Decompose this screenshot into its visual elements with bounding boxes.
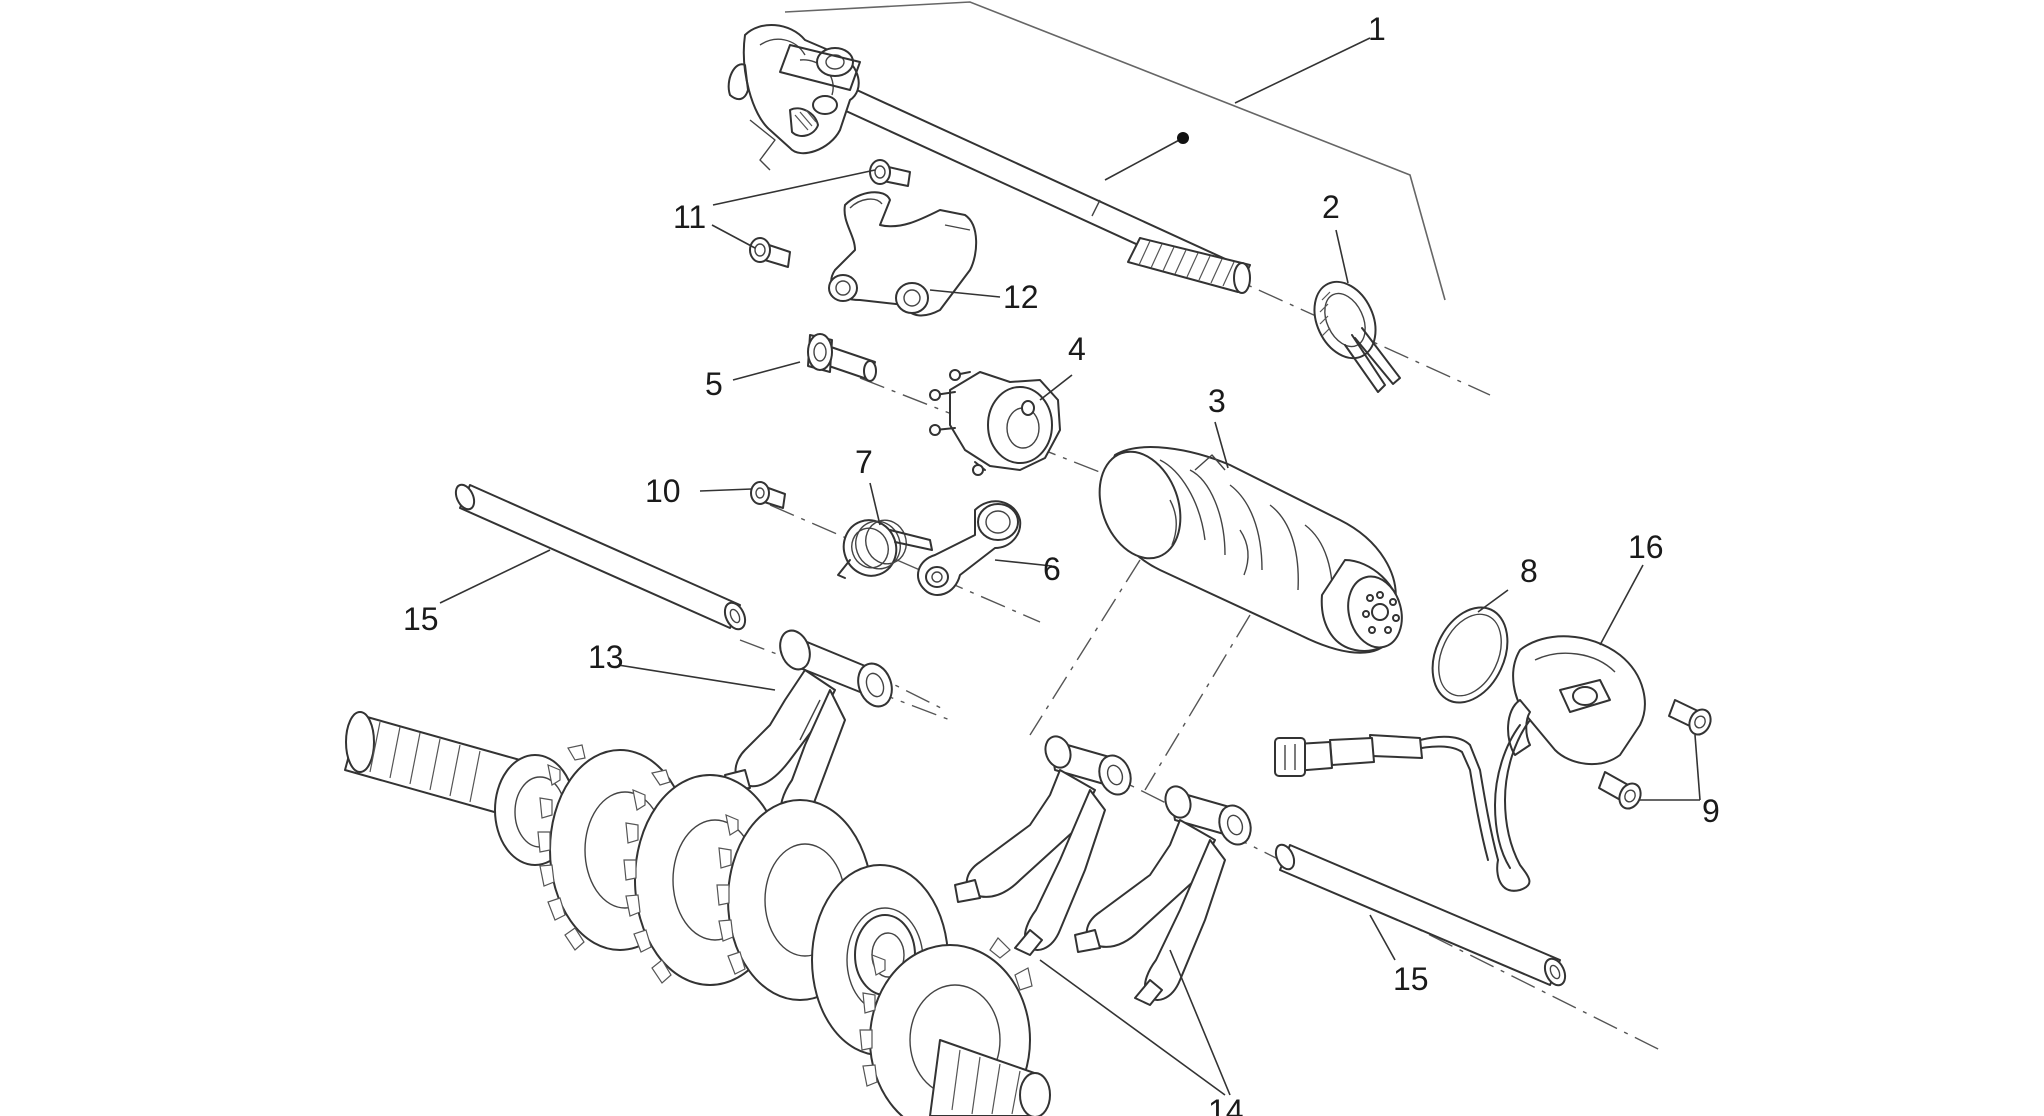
callout-2: 2 xyxy=(1322,189,1340,225)
screw-9-upper xyxy=(1668,699,1712,736)
gearshift-shaft xyxy=(727,23,1251,294)
callout-12: 12 xyxy=(1003,279,1039,315)
screw-9-lower xyxy=(1598,771,1642,810)
callout-15-upper: 15 xyxy=(403,601,439,637)
callout-3: 3 xyxy=(1208,383,1226,419)
lever-plate xyxy=(828,191,978,317)
torsion-spring xyxy=(837,519,933,579)
gear-cluster xyxy=(344,711,1051,1116)
callout-14: 14 xyxy=(1208,1093,1244,1116)
callout-16: 16 xyxy=(1628,529,1664,565)
callout-15-lower: 15 xyxy=(1393,961,1429,997)
bolt-11-upper xyxy=(869,159,911,187)
spring-clip xyxy=(1313,280,1401,393)
bolt-5 xyxy=(807,333,877,382)
callout-labels: 1 2 3 4 5 6 7 8 9 10 11 12 13 14 15 15 1… xyxy=(403,11,1720,1116)
index-cam xyxy=(929,369,1061,476)
callout-1: 1 xyxy=(1368,11,1386,47)
reference-dot xyxy=(1177,132,1189,144)
fork-rod-lower xyxy=(1274,843,1567,987)
callout-5: 5 xyxy=(705,366,723,402)
bolt-11-lower xyxy=(749,237,791,268)
callout-10: 10 xyxy=(645,473,681,509)
bolt-10 xyxy=(750,481,786,509)
callout-9: 9 xyxy=(1702,793,1720,829)
callout-7: 7 xyxy=(855,444,873,480)
o-ring xyxy=(1431,606,1509,704)
ratchet-lever xyxy=(916,500,1022,596)
callout-6: 6 xyxy=(1043,551,1061,587)
selector-drum xyxy=(1098,446,1403,654)
callout-11: 11 xyxy=(673,199,706,235)
group-frame xyxy=(784,1,1446,301)
gear-position-sensor xyxy=(1274,635,1646,892)
leader-lines xyxy=(439,37,1701,1096)
shift-fork-14-a xyxy=(954,735,1132,956)
callout-13: 13 xyxy=(588,639,624,675)
callout-8: 8 xyxy=(1520,553,1538,589)
fork-rod-upper xyxy=(454,483,747,631)
shift-fork-14-b xyxy=(1074,785,1252,1006)
callout-4: 4 xyxy=(1068,331,1086,367)
